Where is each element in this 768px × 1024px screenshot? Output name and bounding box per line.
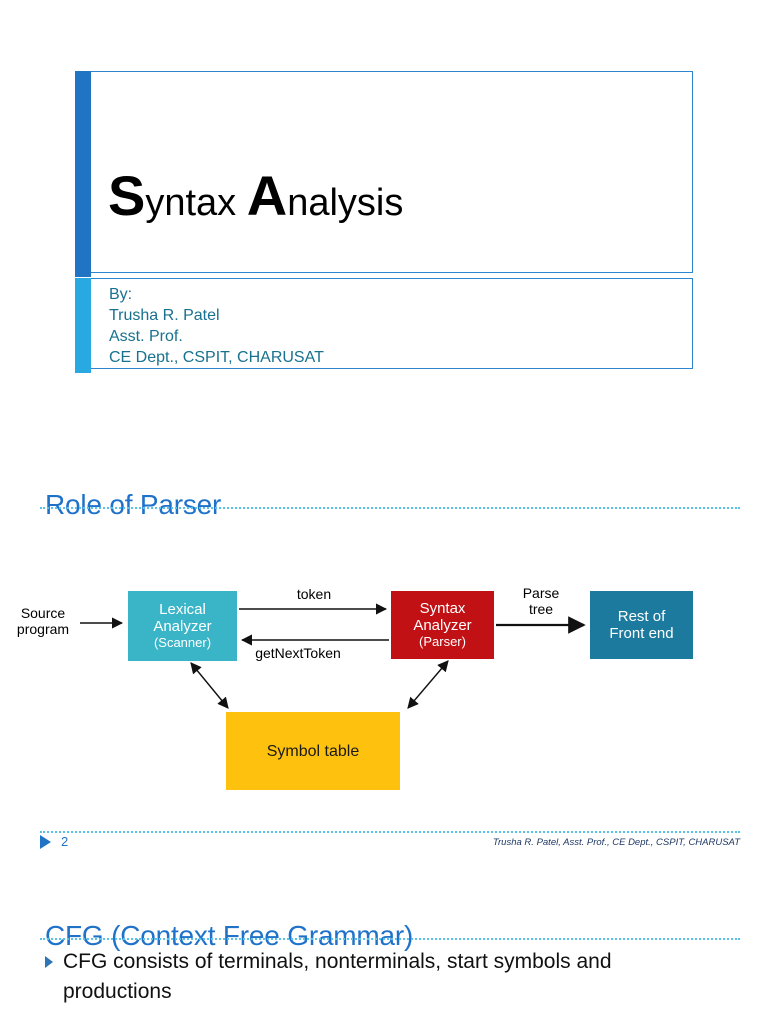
parse-label-line2: tree: [528, 601, 554, 617]
title-accent-bar: [75, 71, 91, 277]
parse-tree-edge-label: Parse tree: [498, 585, 584, 617]
syntax-line3: (Parser): [419, 634, 466, 649]
syntax-line1: Syntax: [419, 600, 466, 617]
author-accent-bar: [75, 278, 91, 373]
byline-by: By:: [109, 286, 133, 303]
source-label-line1: Source: [20, 605, 66, 621]
syntax-line2: Analyzer: [413, 617, 472, 634]
title-box: Syntax Analysis: [75, 71, 693, 277]
byline-role: Asst. Prof.: [109, 328, 183, 345]
footer-credit: Trusha R. Patel, Asst. Prof., CE Dept., …: [492, 837, 740, 848]
cfg-slide-heading: CFG (Context Free Grammar): [45, 920, 414, 952]
author-lines: By: Trusha R. Patel Asst. Prof. CE Dept.…: [109, 284, 324, 368]
parser-slide-heading: Role of Parser: [45, 489, 222, 521]
title-rest-2: nalysis: [287, 182, 404, 224]
page-number: 2: [61, 834, 69, 849]
lexical-line3: (Scanner): [153, 635, 212, 650]
byline-dept: CE Dept., CSPIT, CHARUSAT: [109, 349, 324, 366]
triangle-right-icon: [45, 956, 53, 968]
symbol-table-box: Symbol table: [226, 712, 400, 790]
author-box: By: Trusha R. Patel Asst. Prof. CE Dept.…: [75, 278, 693, 373]
cfg-bullet-item: CFG consists of terminals, nonterminals,…: [45, 947, 705, 1007]
footer-divider: [40, 831, 740, 833]
source-program-label: Source program: [4, 605, 82, 637]
heading-divider: [40, 507, 740, 509]
cfg-heading-divider: [40, 938, 740, 940]
title-initial-a: A: [246, 164, 288, 227]
byline-name: Trusha R. Patel: [109, 307, 220, 324]
diagram-arrows: [80, 603, 586, 709]
lexical-analyzer-box: Lexical Analyzer (Scanner): [128, 591, 237, 661]
rest-line2: Front end: [609, 625, 674, 642]
cfg-bullet-text: CFG consists of terminals, nonterminals,…: [63, 950, 612, 1003]
parser-diagram: Source program Lexical Analyzer (Scanner…: [0, 555, 768, 805]
rest-of-front-end-box: Rest of Front end: [590, 591, 693, 659]
play-triangle-icon: [40, 835, 51, 849]
parse-label-line1: Parse: [522, 585, 560, 601]
getnexttoken-edge-label: getNextToken: [255, 645, 341, 661]
symbol-table-label: Symbol table: [266, 742, 360, 760]
syntax-analyzer-box: Syntax Analyzer (Parser): [391, 591, 494, 659]
lexical-line2: Analyzer: [153, 618, 212, 635]
title-initial-s: S: [108, 164, 146, 227]
source-label-line2: program: [16, 621, 70, 637]
rest-line1: Rest of: [617, 608, 666, 625]
lexical-line1: Lexical: [159, 601, 206, 618]
title-rest-1: yntax: [145, 182, 247, 224]
presentation-title: Syntax Analysis: [108, 168, 403, 224]
token-edge-label: token: [296, 586, 332, 602]
